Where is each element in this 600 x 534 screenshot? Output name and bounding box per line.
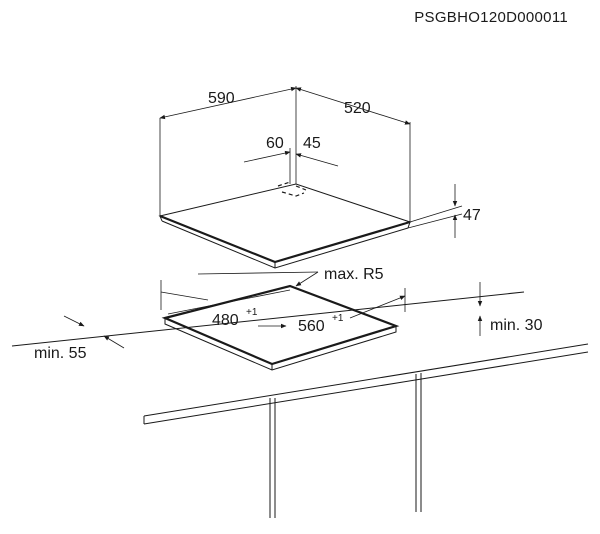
height-dimension: 47 xyxy=(407,184,481,238)
cutout-width-label: 560 xyxy=(298,318,325,335)
below-clearance-label: min. 30 xyxy=(490,317,543,334)
hob-width-label: 590 xyxy=(208,90,235,107)
cutout-width-dimension: 560 +1 xyxy=(258,295,406,335)
cutout-depth-label: 480 xyxy=(212,312,239,329)
width-dimension: 590 xyxy=(159,86,297,120)
worktop xyxy=(11,291,589,518)
below-clearance-dimension: min. 30 xyxy=(477,282,543,336)
corner-radius-callout: max. R5 xyxy=(197,266,384,287)
cutout-depth-tolerance: +1 xyxy=(246,307,258,318)
hob-depth-label: 520 xyxy=(344,100,371,117)
offset-b-label: 45 xyxy=(303,135,321,152)
cutout-width-tolerance: +1 xyxy=(332,313,344,324)
cutout-opening xyxy=(161,284,400,371)
hob-height-label: 47 xyxy=(463,207,481,224)
document-code: PSGBHO120D000011 xyxy=(414,9,568,26)
hidden-burner-outline xyxy=(277,181,307,197)
front-clearance-dimension: min. 55 xyxy=(34,315,125,362)
offset-60-dimension: 60 xyxy=(243,135,291,184)
hob-appliance xyxy=(158,181,412,269)
corner-radius-label: max. R5 xyxy=(324,266,384,283)
offset-a-label: 60 xyxy=(266,135,284,152)
cutout-depth-dimension: 480 +1 xyxy=(160,289,291,329)
front-clearance-label: min. 55 xyxy=(34,345,87,362)
offset-45-dimension: 45 xyxy=(295,135,339,167)
depth-dimension: 520 xyxy=(295,87,411,125)
